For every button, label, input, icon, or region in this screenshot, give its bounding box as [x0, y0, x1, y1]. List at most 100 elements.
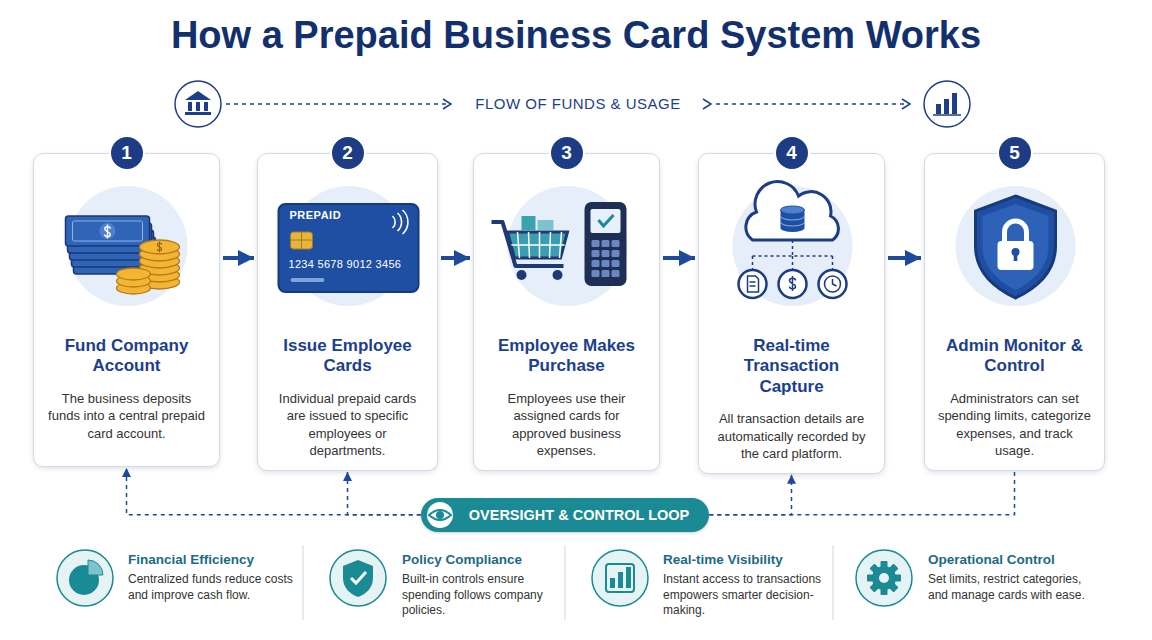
- icon-shape: [105, 225, 111, 239]
- icon-shape: [592, 260, 600, 267]
- icon-shape: [602, 260, 610, 267]
- icon-shape: [833, 279, 837, 286]
- icon-shape: [508, 232, 568, 258]
- icon-shape: [343, 560, 373, 597]
- benefit-heading: Financial Efficiency: [128, 552, 254, 567]
- step-number-badge: 5: [997, 135, 1033, 171]
- step-icon: [34, 154, 221, 336]
- icon-shape: [902, 99, 910, 109]
- icon-shape: [291, 278, 325, 282]
- icon-shape: [870, 564, 899, 593]
- loop-pill: OVERSIGHT & CONTROL LOOP: [421, 498, 709, 532]
- icon-shape: [956, 186, 1076, 306]
- icon-shape: [175, 81, 221, 127]
- benefit-description: Instant access to transactions empowers …: [663, 572, 835, 619]
- icon-shape: [626, 567, 631, 588]
- icon-shape: [790, 276, 796, 291]
- icon-shape: [522, 216, 536, 230]
- icon-shape: [303, 545, 304, 620]
- icon-shape: [565, 545, 566, 620]
- icon-shape: [752, 256, 754, 270]
- step-heading: Issue Employee Cards: [270, 336, 425, 377]
- step-number: 5: [999, 137, 1031, 169]
- flow-arrow: [441, 256, 470, 260]
- step-number: 3: [551, 137, 583, 169]
- icon-shape: [833, 545, 834, 620]
- flow-arrow: [663, 256, 695, 260]
- step-icon: [258, 154, 439, 336]
- icon-shape: [976, 196, 1056, 298]
- icon-shape: [976, 196, 1056, 298]
- benefit-heading: Operational Control: [928, 552, 1055, 567]
- step-number-badge: 4: [774, 135, 810, 171]
- icon-shape: [612, 260, 620, 267]
- icon-shape: [612, 250, 620, 257]
- icon-shape: [998, 241, 1034, 270]
- chart-icon: [924, 81, 970, 127]
- icon-shape: [792, 240, 794, 256]
- benefit-description: Built-in controls ensure spending follow…: [402, 572, 574, 619]
- icon-shape: [856, 550, 912, 606]
- icon-shape: [330, 550, 386, 606]
- icon-shape: [618, 572, 623, 588]
- bank-icon: [175, 81, 221, 127]
- step-description: Employees use their assigned cards for a…: [486, 390, 647, 460]
- step-icon: [474, 154, 661, 336]
- icon-shape: [279, 204, 419, 292]
- icon-shape: [819, 270, 847, 298]
- icon-shape: [936, 104, 941, 114]
- card-brand-text: PREPAID: [290, 209, 342, 221]
- icon-shape: [429, 510, 451, 520]
- icon-shape: [1005, 221, 1027, 242]
- step-number: 2: [332, 137, 364, 169]
- step-description: All transaction details are automaticall…: [711, 410, 872, 463]
- icon-shape: [553, 270, 563, 280]
- icon-shape: [983, 204, 1049, 290]
- step-card: Admin Monitor & ControlAdministrators ca…: [924, 153, 1105, 471]
- icon-shape: [779, 270, 807, 298]
- icon-shape: [592, 270, 600, 277]
- icon-shape: [443, 99, 451, 109]
- icon-shape: [716, 103, 904, 105]
- icon-shape: [944, 99, 949, 114]
- icon-shape: [602, 270, 610, 277]
- step-number-badge: 1: [109, 135, 145, 171]
- icon-shape: [602, 250, 610, 257]
- icon-shape: [1014, 252, 1018, 261]
- icon-shape: [66, 216, 180, 294]
- icon-shape: [351, 572, 366, 583]
- icon-shape: [753, 240, 833, 270]
- icon-shape: [140, 240, 180, 254]
- step-number-badge: 2: [330, 135, 366, 171]
- step-heading: Admin Monitor & Control: [937, 336, 1092, 377]
- icon-shape: [610, 578, 615, 588]
- icon-shape: [602, 240, 610, 247]
- icon-shape: [226, 103, 448, 105]
- icon-shape: [517, 270, 527, 280]
- icon-shape: [781, 216, 805, 226]
- icon-shape: [592, 550, 648, 606]
- icon-shape: [924, 81, 970, 127]
- icon-shape: [196, 102, 200, 111]
- icon-shape: [508, 186, 628, 306]
- icon-shape: [592, 240, 600, 247]
- step-card: Fund Company AccountThe business deposit…: [33, 153, 220, 467]
- icon-shape: [606, 564, 634, 592]
- icon-shape: [739, 270, 767, 298]
- icon-shape: [57, 550, 113, 606]
- icon-shape: [612, 270, 620, 277]
- icon-shape: [872, 566, 896, 590]
- icon-shape: [117, 268, 151, 280]
- icon-shape: [188, 102, 192, 111]
- card-number-text: 1234 5678 9012 3456: [289, 258, 402, 270]
- step-description: Individual prepaid cards are issued to s…: [270, 390, 425, 460]
- icon-shape: [591, 209, 621, 233]
- loop-connector: [709, 472, 1014, 515]
- icon-shape: [157, 241, 161, 252]
- icon-shape: [492, 216, 568, 280]
- icon-shape: [510, 244, 565, 246]
- step-number: 4: [776, 137, 808, 169]
- step-icon: [699, 154, 886, 336]
- icon-shape: [792, 256, 794, 270]
